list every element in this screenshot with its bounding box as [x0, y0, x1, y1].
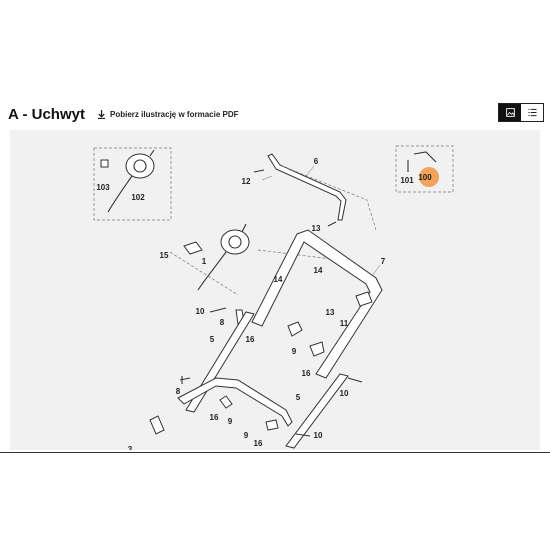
callout-15[interactable]: 15	[160, 251, 169, 260]
image-view-button[interactable]	[499, 104, 521, 121]
callout-8a[interactable]: 8	[220, 318, 225, 327]
callout-102[interactable]: 102	[131, 193, 145, 202]
callout-10c[interactable]: 10	[314, 431, 323, 440]
callout-9a[interactable]: 9	[292, 347, 297, 356]
list-icon	[527, 108, 537, 117]
page-title: A - Uchwyt	[8, 106, 85, 123]
callout-5a[interactable]: 5	[210, 335, 215, 344]
leader-12	[261, 175, 273, 181]
download-pdf-link[interactable]: Pobierz ilustrację w formacie PDF	[97, 110, 238, 119]
throttle-cable-part	[107, 149, 155, 213]
highlighted-callout-100[interactable]	[419, 167, 439, 187]
parts-diagram[interactable]: 100 101 102 103 12 6 13 15 1 14 7 14 10 …	[10, 130, 540, 450]
callout-10b[interactable]: 10	[340, 389, 349, 398]
page-header: A - Uchwyt Pobierz ilustrację w formacie…	[0, 100, 550, 130]
guide-line-top	[281, 165, 377, 231]
image-icon	[505, 108, 515, 117]
callout-103[interactable]: 103	[96, 183, 110, 192]
view-toggle	[498, 103, 544, 122]
guide-line-mid	[257, 249, 341, 261]
callout-9b[interactable]: 9	[228, 417, 233, 426]
knob-part-9b	[219, 395, 233, 409]
callout-6[interactable]: 6	[314, 157, 319, 166]
inset-box-right	[395, 145, 454, 193]
lever-assembly-part-1	[197, 223, 250, 291]
callout-16c[interactable]: 16	[210, 413, 219, 422]
exploded-view-drawing: 100 101 102 103 12 6 13 15 1 14 7 14 10 …	[93, 145, 454, 450]
callout-5b[interactable]: 5	[296, 393, 301, 402]
leader-6	[305, 165, 315, 177]
callout-1[interactable]: 1	[202, 257, 207, 266]
clip-part-101	[407, 151, 437, 172]
lever-part-3	[149, 415, 165, 435]
callout-11[interactable]: 11	[340, 319, 349, 328]
callout-9c[interactable]: 9	[244, 431, 249, 440]
knob-part-9a	[287, 321, 303, 337]
callout-14[interactable]: 14	[314, 266, 323, 275]
screw-part-12	[253, 169, 265, 173]
callout-100[interactable]: 100	[418, 173, 432, 182]
cable-rod-part-6	[267, 153, 347, 221]
callout-8b[interactable]: 8	[176, 387, 181, 396]
spring-part-11	[355, 291, 373, 307]
callout-101[interactable]: 101	[400, 176, 414, 185]
screw-part-10c	[295, 433, 311, 437]
callout-13a[interactable]: 13	[312, 224, 321, 233]
download-pdf-label: Pobierz ilustrację w formacie PDF	[110, 110, 239, 119]
lower-tube-part-5b	[285, 373, 349, 449]
lower-frame-part	[177, 377, 293, 427]
callout-3[interactable]: 3	[128, 445, 133, 450]
screw-part-10b	[347, 377, 363, 383]
clip-part-103	[100, 159, 109, 168]
knob-part-9c	[265, 419, 279, 431]
callout-10a[interactable]: 10	[196, 307, 205, 316]
callout-14b[interactable]: 14	[274, 275, 283, 284]
callout-16d[interactable]: 16	[254, 439, 263, 448]
leader-7	[371, 264, 381, 277]
callout-13b[interactable]: 13	[326, 308, 335, 317]
screw-part-10a	[209, 307, 227, 313]
callout-16a[interactable]: 16	[246, 335, 255, 344]
inset-box-left	[93, 147, 172, 221]
switch-part-15	[183, 241, 203, 255]
guide-line-left	[169, 251, 239, 296]
callout-12[interactable]: 12	[242, 177, 251, 186]
callout-16b[interactable]: 16	[302, 369, 311, 378]
upper-handle-part-7	[251, 229, 383, 379]
screw-part-8b	[179, 376, 191, 384]
download-icon	[97, 110, 106, 119]
list-view-button[interactable]	[521, 104, 543, 121]
screw-part-13a	[327, 221, 337, 227]
callout-7[interactable]: 7	[381, 257, 386, 266]
washer-part-16b	[309, 341, 325, 357]
bottom-divider	[0, 452, 550, 453]
